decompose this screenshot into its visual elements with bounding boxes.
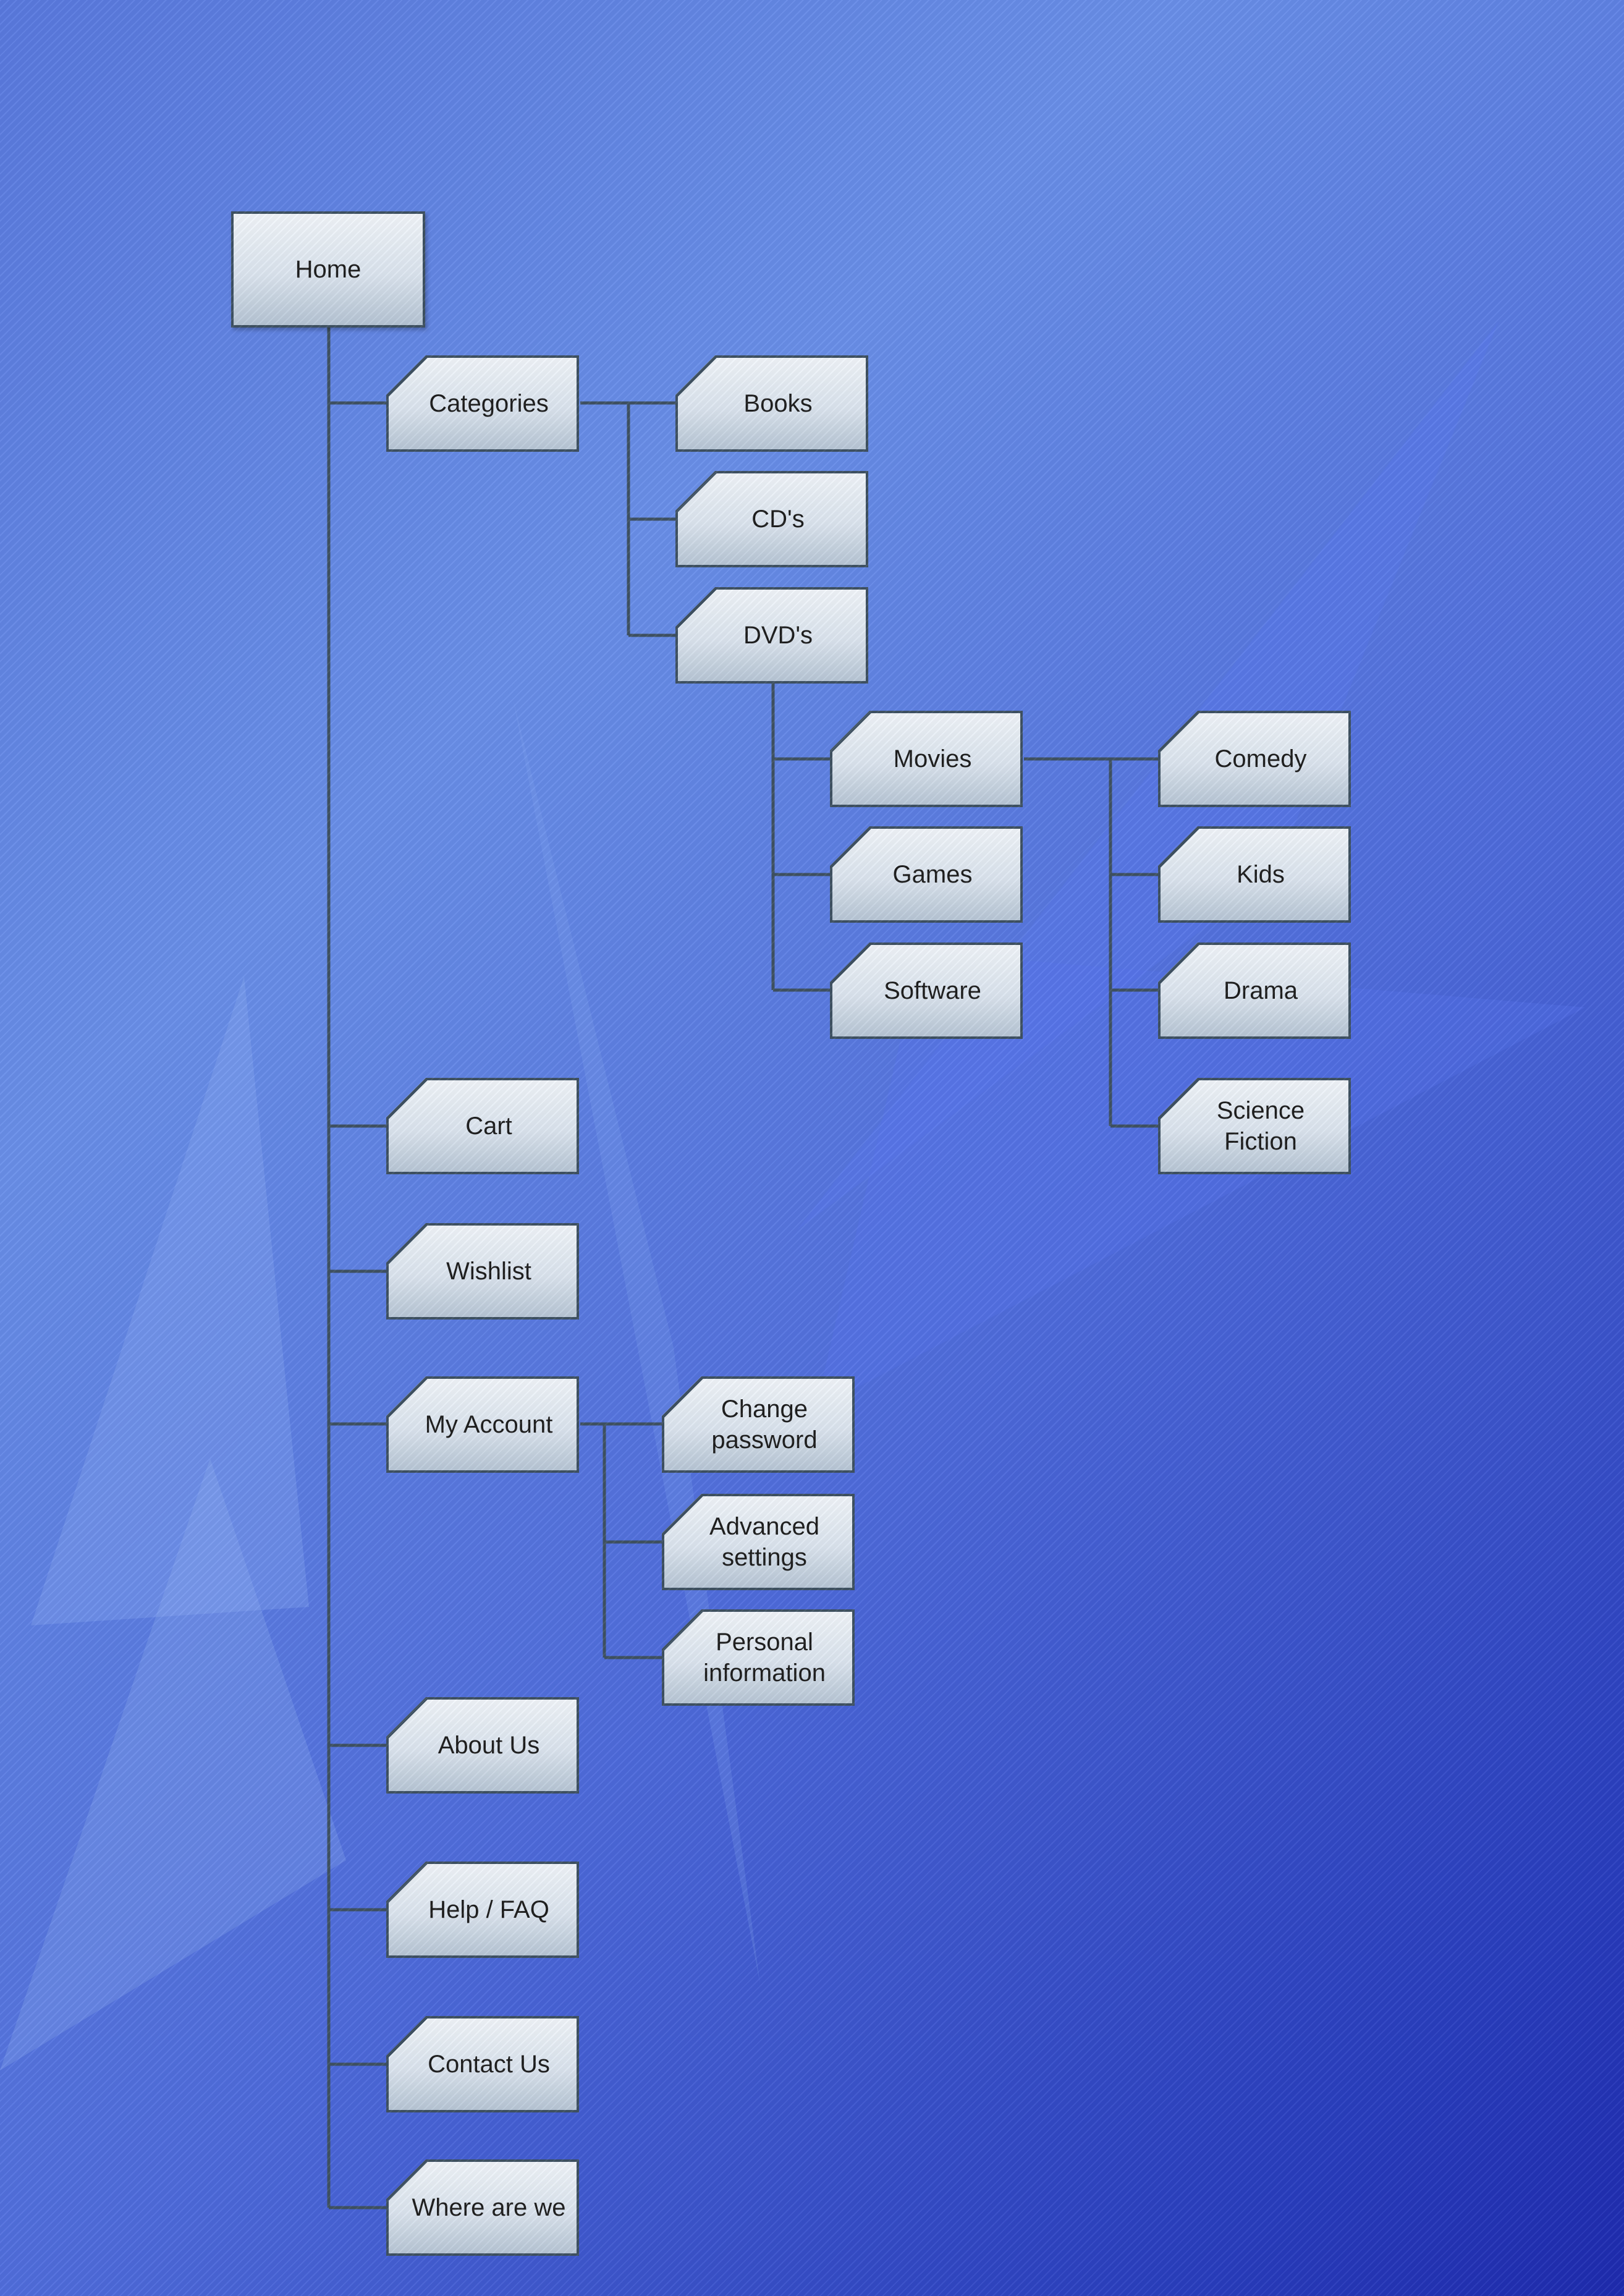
node-label: Kids <box>1237 861 1285 888</box>
connector-movies-out <box>1024 757 1112 1126</box>
node-label: Drama <box>1223 977 1298 1004</box>
node-kids: Kids <box>1158 826 1351 923</box>
node-label: Wishlist <box>446 1258 531 1285</box>
node-home: Home <box>231 211 425 328</box>
node-label: Games <box>892 861 973 888</box>
node-personal-information: Personal information <box>662 1609 855 1706</box>
node-label: Categories <box>429 390 549 417</box>
node-books: Books <box>675 355 868 452</box>
node-my-account: My Account <box>386 1376 579 1473</box>
node-label: DVD's <box>743 622 813 649</box>
node-label: Contact Us <box>428 2051 550 2078</box>
node-label: Home <box>295 256 362 283</box>
node-cds: CD's <box>675 471 868 567</box>
node-movies: Movies <box>830 711 1023 807</box>
node-label: Books <box>743 390 813 417</box>
node-where-are-we: Where are we <box>386 2159 579 2256</box>
node-about-us: About Us <box>386 1697 579 1794</box>
node-contact-us: Contact Us <box>386 2016 579 2112</box>
node-label: Advanced settings <box>709 1513 819 1571</box>
node-label: Comedy <box>1214 745 1307 773</box>
node-comedy: Comedy <box>1158 711 1351 807</box>
connector-categories-out <box>580 401 630 635</box>
node-label: Cart <box>465 1112 512 1140</box>
node-label: Movies <box>893 745 972 773</box>
node-advanced-settings: Advanced settings <box>662 1494 855 1590</box>
node-label: About Us <box>438 1732 540 1759</box>
node-label: Help / FAQ <box>428 1896 549 1923</box>
node-label: Science Fiction <box>1216 1097 1305 1155</box>
node-help-faq: Help / FAQ <box>386 1862 579 1958</box>
node-categories: Categories <box>386 355 579 452</box>
node-label: Personal information <box>703 1629 826 1687</box>
node-label: Where are we <box>412 2194 566 2221</box>
node-wishlist: Wishlist <box>386 1223 579 1320</box>
node-dvds: DVD's <box>675 587 868 684</box>
node-label: My Account <box>425 1411 553 1438</box>
node-drama: Drama <box>1158 943 1351 1039</box>
node-science-fiction: Science Fiction <box>1158 1078 1351 1174</box>
node-label: Change password <box>711 1396 818 1454</box>
node-label: Software <box>884 977 981 1004</box>
node-cart: Cart <box>386 1078 579 1174</box>
node-label: CD's <box>751 506 805 533</box>
node-software: Software <box>830 943 1023 1039</box>
node-games: Games <box>830 826 1023 923</box>
node-change-password: Change password <box>662 1376 855 1473</box>
